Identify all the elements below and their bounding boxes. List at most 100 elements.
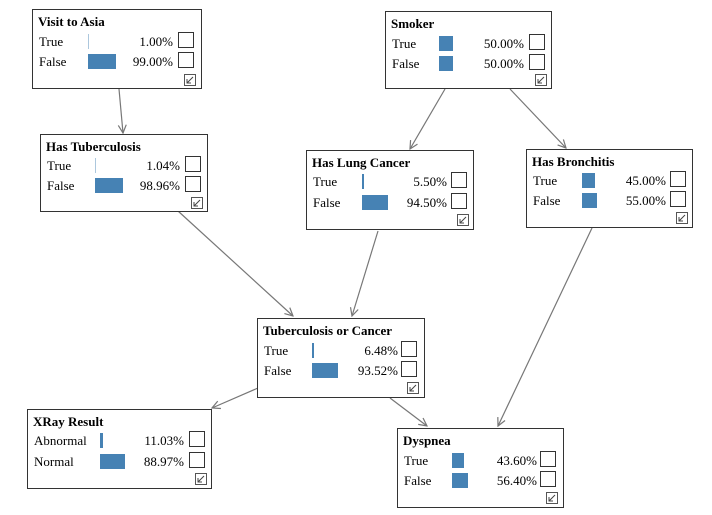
state-label: True xyxy=(47,158,72,173)
collapse-arrow-icon[interactable] xyxy=(191,197,203,209)
state-row-false[interactable]: False 93.52% xyxy=(258,361,424,381)
node-title: Dyspnea xyxy=(403,433,451,448)
evidence-checkbox[interactable] xyxy=(670,171,686,187)
node-title: Visit to Asia xyxy=(38,14,105,29)
state-label: False xyxy=(313,195,341,210)
node-xray-result[interactable]: XRay Result Abnormal 11.03% Normal 88.97… xyxy=(27,409,212,489)
node-title: XRay Result xyxy=(33,414,104,429)
evidence-checkbox[interactable] xyxy=(189,452,205,468)
probability-bar xyxy=(312,343,314,358)
state-row-true[interactable]: True 1.04% xyxy=(41,156,207,176)
state-value: 5.50% xyxy=(413,174,447,189)
state-value: 99.00% xyxy=(132,54,173,69)
state-label: False xyxy=(533,193,561,208)
node-tuberculosis-or-cancer[interactable]: Tuberculosis or Cancer True 6.48% False … xyxy=(257,318,425,398)
evidence-checkbox[interactable] xyxy=(529,34,545,50)
state-value: 98.96% xyxy=(139,178,180,193)
evidence-checkbox[interactable] xyxy=(401,341,417,357)
state-row-false[interactable]: False 55.00% xyxy=(527,191,692,211)
state-row-false[interactable]: False 99.00% xyxy=(33,52,201,72)
state-value: 45.00% xyxy=(625,173,666,188)
edge-tborca-to-xray xyxy=(212,387,259,408)
state-value: 50.00% xyxy=(483,36,524,51)
state-row-false[interactable]: False 50.00% xyxy=(386,54,551,74)
state-label: False xyxy=(264,363,292,378)
state-label: True xyxy=(39,34,64,49)
state-label: Abnormal xyxy=(34,433,87,448)
state-label: False xyxy=(404,473,432,488)
evidence-checkbox[interactable] xyxy=(529,54,545,70)
probability-bar xyxy=(95,158,96,173)
state-row-abnormal[interactable]: Abnormal 11.03% xyxy=(28,431,211,451)
probability-bar xyxy=(582,173,595,188)
state-row-true[interactable]: True 5.50% xyxy=(307,172,473,192)
collapse-arrow-icon[interactable] xyxy=(184,74,196,86)
probability-bar xyxy=(100,454,125,469)
probability-bar xyxy=(362,174,364,189)
state-label: True xyxy=(404,453,429,468)
evidence-checkbox[interactable] xyxy=(185,176,201,192)
edge-lungcancer-to-tborca xyxy=(352,230,379,316)
collapse-arrow-icon[interactable] xyxy=(407,382,419,394)
probability-bar xyxy=(362,195,388,210)
state-value: 55.00% xyxy=(625,193,666,208)
evidence-checkbox[interactable] xyxy=(178,52,194,68)
collapse-arrow-icon[interactable] xyxy=(535,74,547,86)
evidence-checkbox[interactable] xyxy=(451,172,467,188)
node-title: Has Lung Cancer xyxy=(312,155,411,170)
state-row-false[interactable]: False 98.96% xyxy=(41,176,207,196)
state-label: False xyxy=(47,178,75,193)
probability-bar xyxy=(95,178,123,193)
evidence-checkbox[interactable] xyxy=(401,361,417,377)
state-row-true[interactable]: True 50.00% xyxy=(386,34,551,54)
state-row-true[interactable]: True 45.00% xyxy=(527,171,692,191)
evidence-checkbox[interactable] xyxy=(451,193,467,209)
node-title: Has Tuberculosis xyxy=(46,139,141,154)
collapse-arrow-icon[interactable] xyxy=(676,212,688,224)
state-row-true[interactable]: True 6.48% xyxy=(258,341,424,361)
collapse-arrow-icon[interactable] xyxy=(546,492,558,504)
collapse-arrow-icon[interactable] xyxy=(195,473,207,485)
state-value: 56.40% xyxy=(496,473,537,488)
node-visit-to-asia[interactable]: Visit to Asia True 1.00% False 99.00% xyxy=(32,9,202,89)
probability-bar xyxy=(439,36,453,51)
node-has-tuberculosis[interactable]: Has Tuberculosis True 1.04% False 98.96% xyxy=(40,134,208,212)
node-title: Has Bronchitis xyxy=(532,154,615,169)
probability-bar xyxy=(582,193,597,208)
node-has-bronchitis[interactable]: Has Bronchitis True 45.00% False 55.00% xyxy=(526,149,693,228)
state-label: True xyxy=(264,343,289,358)
state-label: Normal xyxy=(34,454,74,469)
state-label: True xyxy=(313,174,338,189)
evidence-checkbox[interactable] xyxy=(189,431,205,447)
node-title: Tuberculosis or Cancer xyxy=(263,323,393,338)
evidence-checkbox[interactable] xyxy=(185,156,201,172)
state-row-true[interactable]: True 1.00% xyxy=(33,32,201,52)
node-has-lung-cancer[interactable]: Has Lung Cancer True 5.50% False 94.50% xyxy=(306,150,474,230)
probability-bar xyxy=(100,433,103,448)
evidence-checkbox[interactable] xyxy=(540,471,556,487)
state-row-false[interactable]: False 56.40% xyxy=(398,471,563,491)
state-row-normal[interactable]: Normal 88.97% xyxy=(28,452,211,472)
edge-smoker-to-lungcancer xyxy=(410,88,446,149)
state-label: False xyxy=(39,54,67,69)
state-value: 88.97% xyxy=(143,454,184,469)
edge-tuberculosis-to-tborca xyxy=(177,210,293,316)
node-smoker[interactable]: Smoker True 50.00% False 50.00% xyxy=(385,11,552,89)
node-dyspnea[interactable]: Dyspnea True 43.60% False 56.40% xyxy=(397,428,564,508)
probability-bar xyxy=(88,34,89,49)
edge-tborca-to-dyspnea xyxy=(389,397,427,426)
probability-bar xyxy=(88,54,116,69)
evidence-checkbox[interactable] xyxy=(670,191,686,207)
edge-asia-to-tuberculosis xyxy=(119,88,123,133)
collapse-arrow-icon[interactable] xyxy=(457,214,469,226)
state-value: 94.50% xyxy=(406,195,447,210)
evidence-checkbox[interactable] xyxy=(178,32,194,48)
state-value: 11.03% xyxy=(144,433,184,448)
state-label: True xyxy=(533,173,558,188)
evidence-checkbox[interactable] xyxy=(540,451,556,467)
state-value: 6.48% xyxy=(364,343,398,358)
state-row-true[interactable]: True 43.60% xyxy=(398,451,563,471)
state-row-false[interactable]: False 94.50% xyxy=(307,193,473,213)
probability-bar xyxy=(452,453,464,468)
probability-bar xyxy=(439,56,453,71)
